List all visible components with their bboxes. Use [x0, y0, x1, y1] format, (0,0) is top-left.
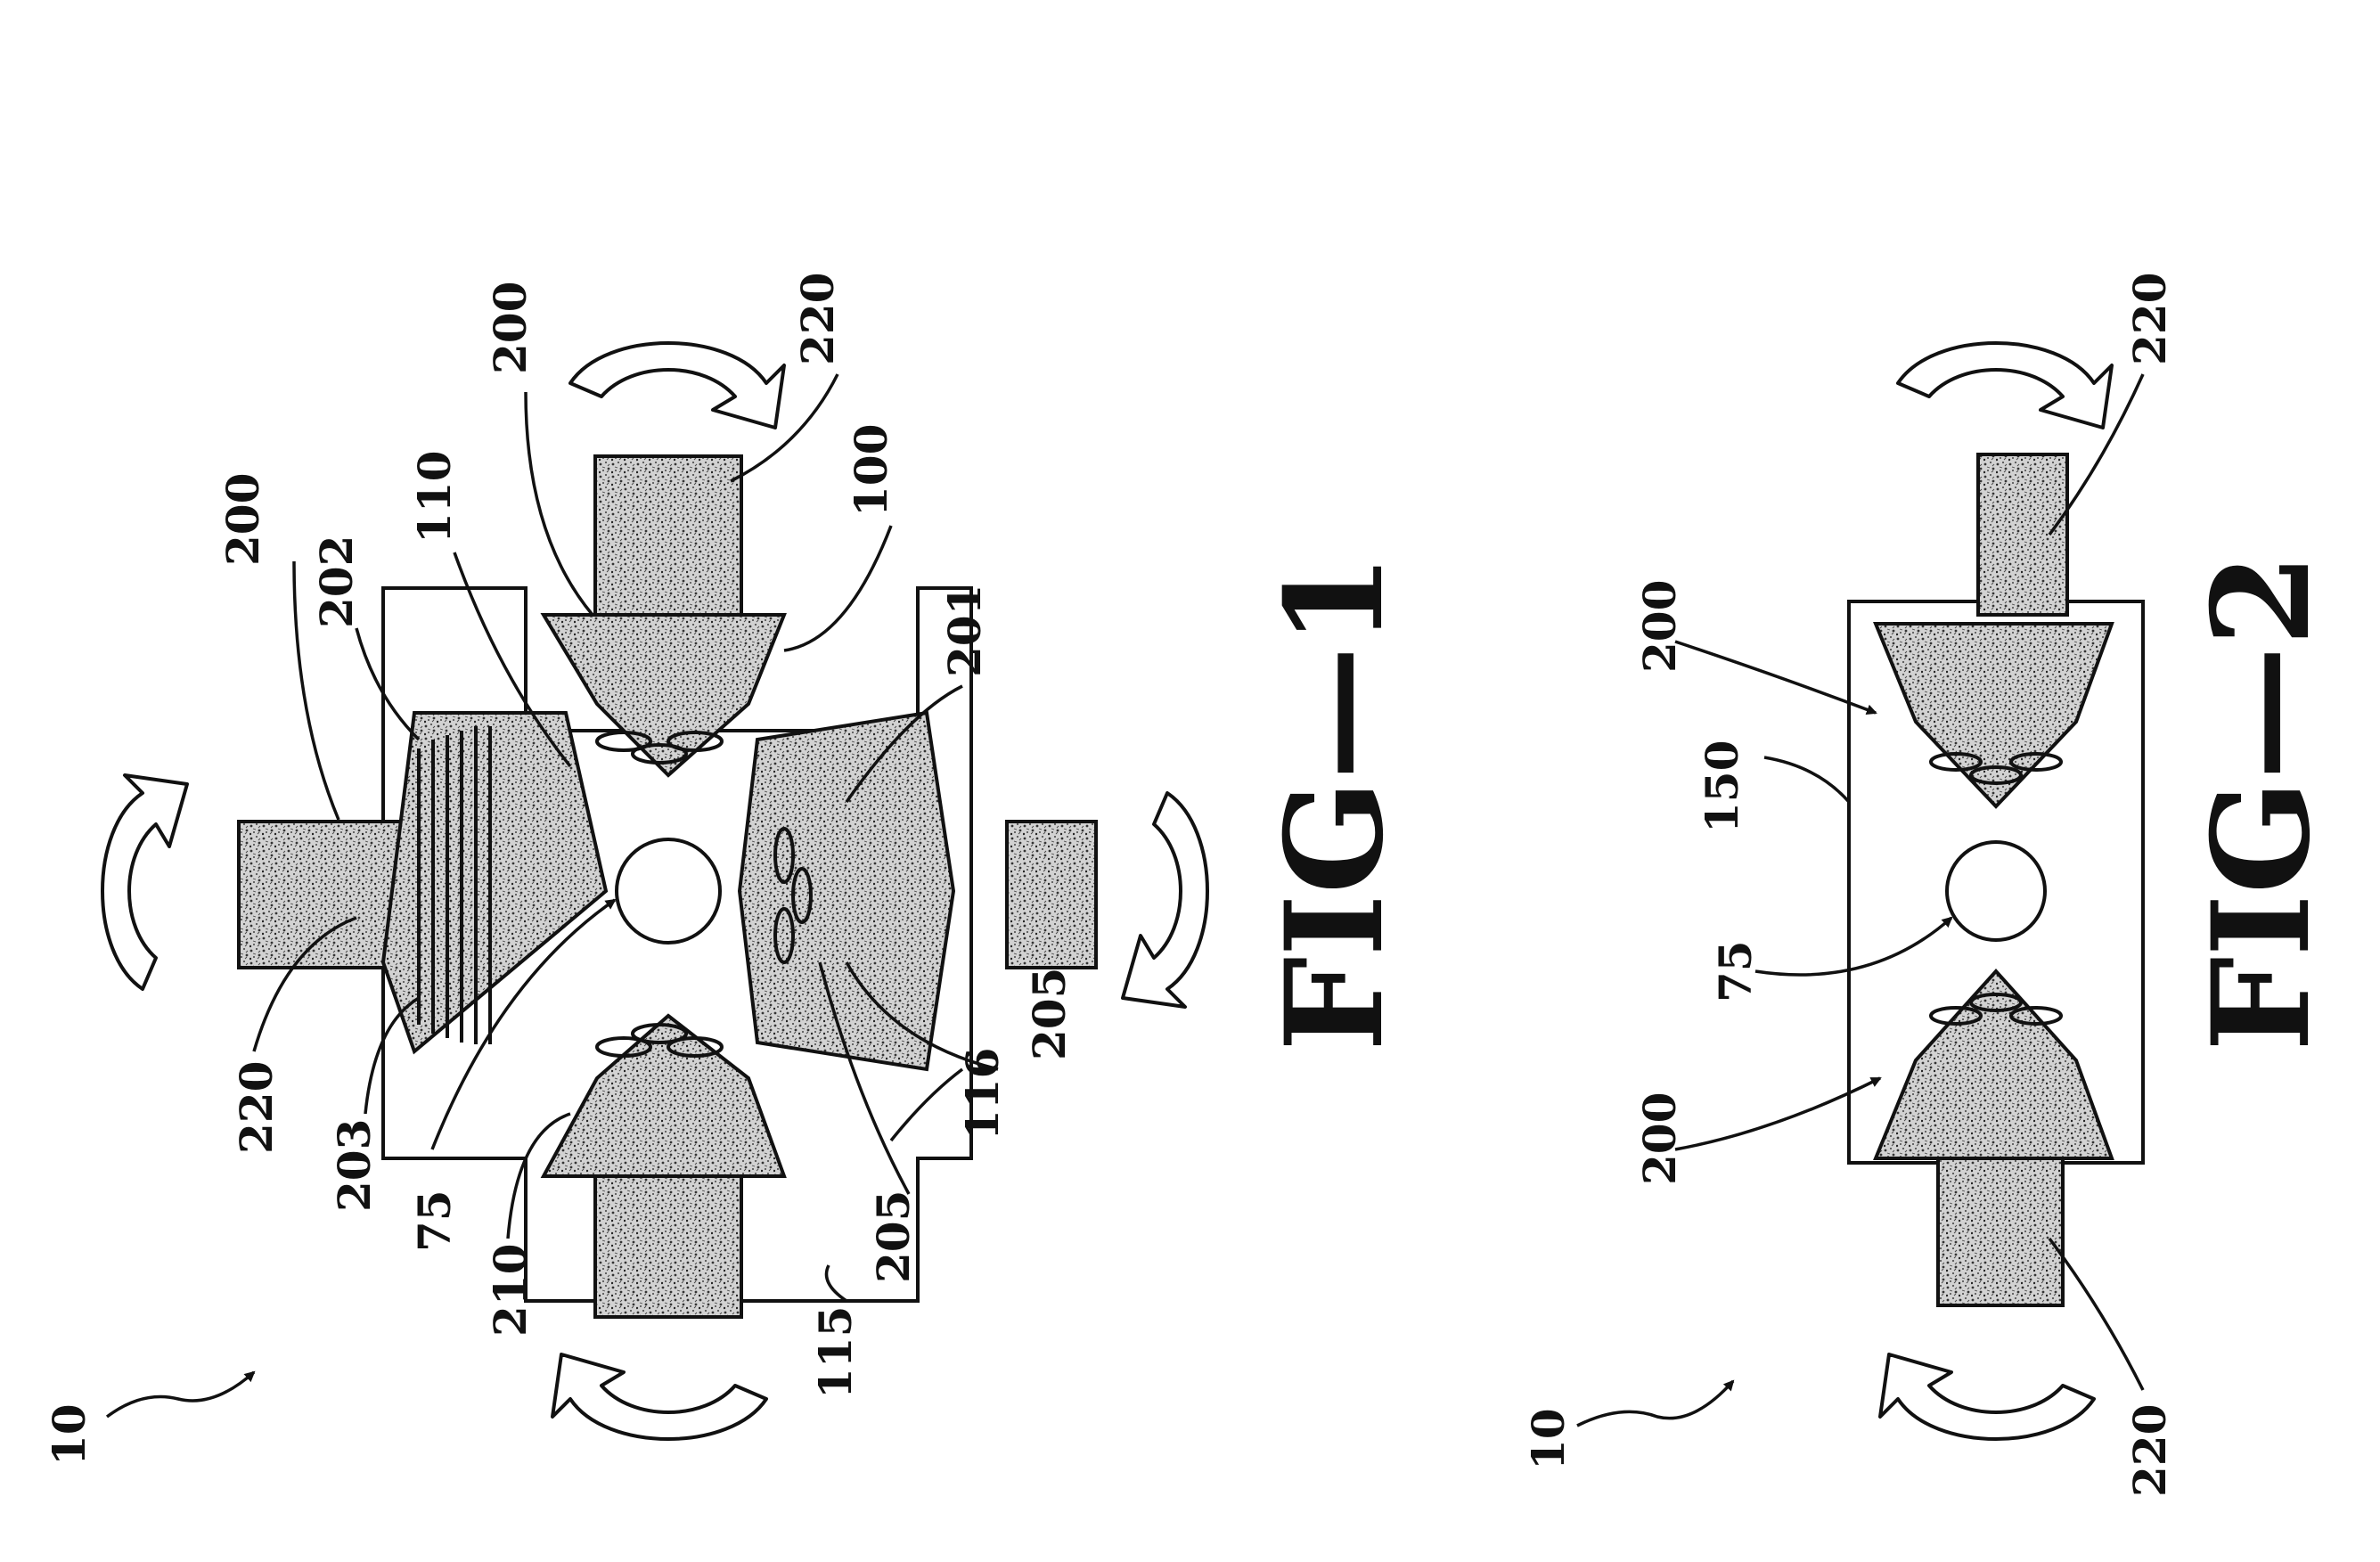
fig2-caption: FIG—2 [2183, 553, 2340, 1051]
fig2-rotation-arrow-left [1878, 1353, 2096, 1441]
fig1-shaft-bottom [1005, 820, 1098, 969]
fig1-punch-bottom [737, 710, 956, 1072]
fig1-label-100: 100 [845, 424, 897, 517]
fig1-leader-203 [364, 996, 420, 1115]
fig1-leader-116 [889, 1067, 964, 1142]
fig2-leader-150 [1763, 756, 1851, 804]
fig1-striations [417, 726, 492, 1044]
fig2-leader-200-lower [1674, 1076, 1882, 1151]
fig1-label-220-right: 220 [791, 273, 844, 365]
fig1-label-205-upper: 205 [1023, 968, 1075, 1060]
fig2-leader-220-left [2048, 1237, 2145, 1391]
fig2-shaft-right [1976, 453, 2069, 617]
fig1-label-202: 202 [310, 536, 363, 628]
fig1-workpiece [615, 838, 722, 945]
fig2-label-150: 150 [1696, 740, 1748, 833]
fig1-rotation-arrow-left [551, 1353, 768, 1441]
fig1-leader-115 [824, 1264, 847, 1303]
fig1-dimples-left [595, 1023, 724, 1058]
fig1-leader-210 [506, 1112, 571, 1239]
fig1-label-200-top: 200 [217, 473, 269, 566]
fig2-shaft-left [1936, 1143, 2065, 1307]
fig1-leader-201 [845, 684, 963, 804]
fig1-punch-top [380, 711, 609, 1055]
fig2-punch-lower [1873, 969, 2114, 1160]
fig2-label-10: 10 [1522, 1408, 1574, 1470]
fig2-label-200-upper: 200 [1633, 580, 1686, 673]
fig1-leader-202 [355, 627, 421, 741]
fig1-leader-100 [783, 525, 893, 652]
fig1-leader-205a [818, 961, 911, 1195]
fig2-punch-upper [1873, 622, 2114, 809]
fig1-label-10: 10 [43, 1403, 95, 1466]
fig1-label-203: 203 [328, 1119, 380, 1212]
fig1-leader-10 [105, 1370, 256, 1419]
fig1-label-205-lower: 205 [867, 1190, 920, 1283]
fig2-dimples-lower [1929, 993, 2063, 1026]
fig1-leader-220b [252, 916, 357, 1052]
fig2-label-220-right: 220 [2123, 273, 2176, 365]
fig1-dimples-bottom [773, 827, 813, 964]
fig1-leader-205b [845, 961, 999, 1071]
fig1-label-201: 201 [938, 585, 991, 677]
figure-1: 10 200 202 110 200 220 100 201 220 203 7… [43, 273, 1413, 1466]
fig1-rotation-arrow-right [568, 341, 786, 429]
fig1-leader-110 [453, 552, 572, 768]
fig1-label-110: 110 [408, 451, 461, 544]
fig2-leader-75 [1754, 916, 1953, 977]
fig2-leader-220-right [2048, 373, 2145, 536]
figure-2: 10 200 150 75 200 220 220 FIG—2 [1522, 273, 2340, 1497]
fig2-label-200-lower: 200 [1633, 1092, 1686, 1185]
fig1-label-116: 116 [956, 1048, 1009, 1141]
fig2-workpiece [1945, 840, 2047, 942]
fig1-punch-left [540, 1013, 787, 1178]
fig1-leader-75 [430, 898, 617, 1150]
fig1-leader-220a [730, 373, 839, 483]
fig2-dimples-upper [1929, 752, 2063, 785]
fig1-rotation-arrow-bottom [1121, 791, 1209, 1009]
fig1-punch-right [540, 613, 787, 778]
fig2-leader-10 [1576, 1379, 1735, 1427]
fig1-label-115: 115 [809, 1306, 862, 1399]
fig2-label-220-left: 220 [2123, 1404, 2176, 1497]
fig2-rotation-arrow-right [1896, 341, 2114, 429]
fig1-rotation-arrow-top [101, 773, 189, 991]
fig1-dimples-right [595, 731, 724, 765]
fig1-leader-200b [524, 391, 594, 617]
fig1-shaft-right [593, 454, 743, 645]
fig1-caption: FIG—1 [1256, 553, 1413, 1051]
fig1-leader-200a [292, 560, 340, 821]
fig1-label-220-left: 220 [230, 1061, 282, 1154]
fig1-label-210: 210 [484, 1244, 536, 1337]
fig1-label-200-right: 200 [484, 282, 536, 374]
fig1-label-75: 75 [408, 1190, 461, 1252]
fig2-label-75: 75 [1709, 940, 1762, 1002]
fig2-leader-200-upper [1674, 640, 1877, 716]
